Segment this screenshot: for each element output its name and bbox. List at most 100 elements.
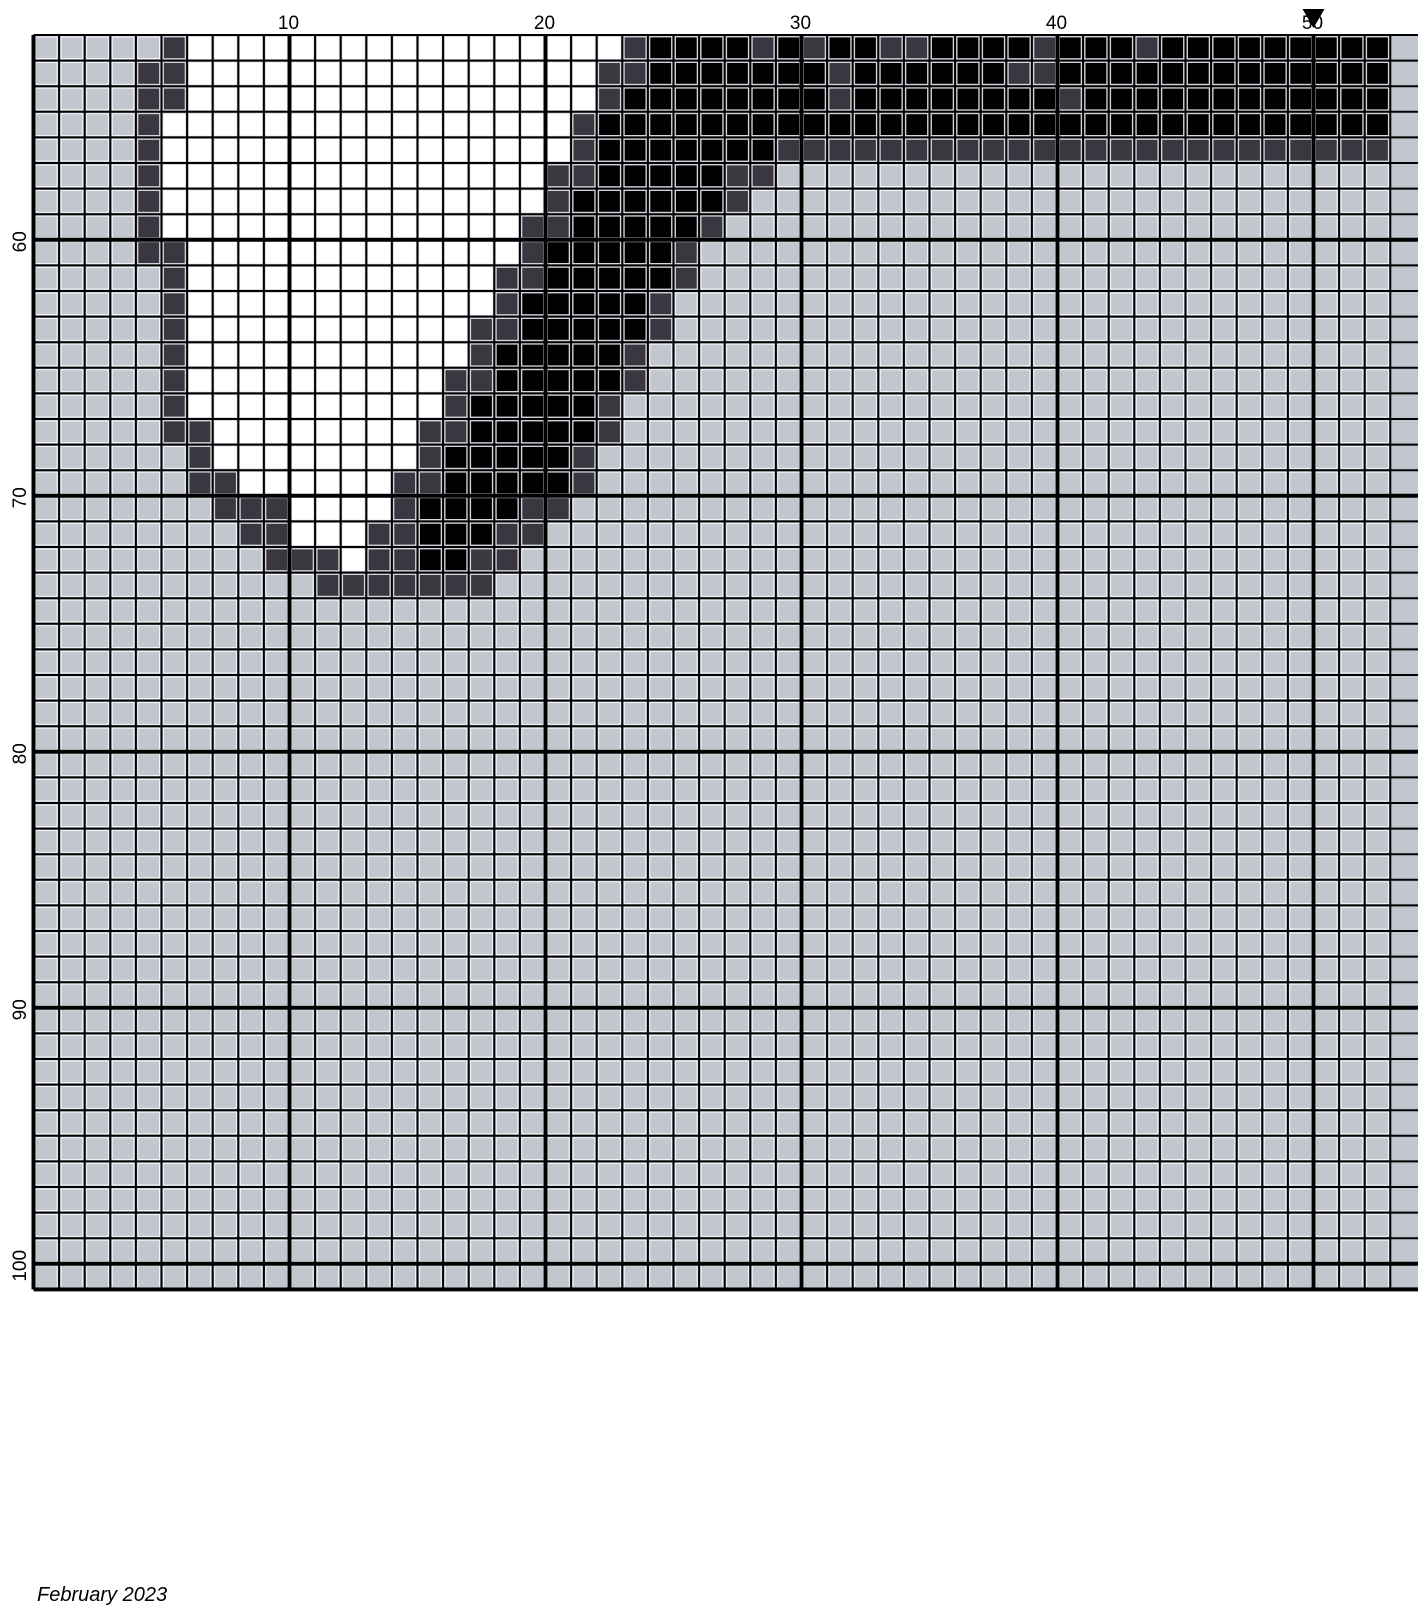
stitch-cell-empty bbox=[36, 856, 58, 878]
stitch-cell-empty bbox=[880, 1010, 902, 1032]
stitch-cell-empty bbox=[778, 1087, 800, 1109]
stitch-cell-empty bbox=[701, 575, 723, 597]
stitch-cell-empty bbox=[778, 216, 800, 238]
stitch-cell-empty bbox=[496, 626, 518, 648]
stitch-cell-empty bbox=[317, 1189, 339, 1211]
stitch-cell-outline bbox=[420, 421, 442, 443]
stitch-cell-empty bbox=[701, 1138, 723, 1160]
stitch-cell-fill bbox=[676, 114, 698, 136]
stitch-cell-empty bbox=[292, 728, 314, 750]
stitch-cell-white bbox=[394, 216, 416, 238]
stitch-cell-empty bbox=[829, 933, 851, 955]
stitch-cell-white bbox=[215, 88, 237, 110]
stitch-cell-empty bbox=[189, 831, 211, 853]
stitch-cell-empty bbox=[394, 1138, 416, 1160]
stitch-cell-empty bbox=[420, 1138, 442, 1160]
stitch-cell-empty bbox=[215, 984, 237, 1006]
stitch-cell-empty bbox=[983, 395, 1005, 417]
stitch-cell-fill bbox=[522, 319, 544, 341]
stitch-cell-empty bbox=[855, 651, 877, 673]
stitch-cell-empty bbox=[752, 447, 774, 469]
stitch-cell-empty bbox=[496, 882, 518, 904]
stitch-cell-empty bbox=[676, 1035, 698, 1057]
stitch-cell-empty bbox=[36, 703, 58, 725]
stitch-cell-white bbox=[496, 139, 518, 161]
stitch-cell-fill bbox=[548, 370, 570, 392]
stitch-cell-empty bbox=[829, 447, 851, 469]
stitch-cell-empty bbox=[906, 216, 928, 238]
stitch-cell-empty bbox=[189, 984, 211, 1006]
stitch-cell-empty bbox=[87, 882, 109, 904]
stitch-cell-empty bbox=[189, 703, 211, 725]
stitch-cell-empty bbox=[957, 165, 979, 187]
stitch-cell-empty bbox=[36, 139, 58, 161]
stitch-cell-fill bbox=[1060, 37, 1082, 59]
stitch-cell-empty bbox=[471, 626, 493, 648]
stitch-cell-empty bbox=[650, 779, 672, 801]
y-tick-label: 60 bbox=[10, 231, 31, 252]
stitch-cell-fill bbox=[727, 114, 749, 136]
stitch-cell-empty bbox=[1111, 319, 1133, 341]
stitch-cell-empty bbox=[1136, 1215, 1158, 1237]
stitch-cell-empty bbox=[215, 1112, 237, 1134]
stitch-cell-empty bbox=[164, 805, 186, 827]
stitch-cell-empty bbox=[1162, 447, 1184, 469]
stitch-cell-empty bbox=[804, 1266, 826, 1288]
stitch-cell-empty bbox=[189, 1087, 211, 1109]
stitch-cell-empty bbox=[394, 677, 416, 699]
stitch-cell-empty bbox=[829, 728, 851, 750]
stitch-cell-empty bbox=[522, 882, 544, 904]
stitch-cell-empty bbox=[496, 959, 518, 981]
stitch-cell-empty bbox=[266, 1112, 288, 1134]
stitch-cell-empty bbox=[573, 575, 595, 597]
stitch-cell-empty bbox=[1060, 395, 1082, 417]
stitch-cell-empty bbox=[906, 242, 928, 264]
stitch-cell-outline bbox=[394, 575, 416, 597]
stitch-cell-empty bbox=[906, 191, 928, 213]
stitch-cell-empty bbox=[1264, 267, 1286, 289]
stitch-cell-empty bbox=[1290, 293, 1312, 315]
stitch-cell-empty bbox=[932, 831, 954, 853]
stitch-cell-fill bbox=[880, 114, 902, 136]
stitch-cell-empty bbox=[112, 549, 134, 571]
stitch-cell-empty bbox=[1136, 165, 1158, 187]
stitch-cell-white bbox=[292, 139, 314, 161]
stitch-cell-empty bbox=[343, 856, 365, 878]
stitch-cell-fill bbox=[778, 114, 800, 136]
stitch-cell-empty bbox=[599, 1189, 621, 1211]
stitch-cell-fill bbox=[471, 447, 493, 469]
stitch-cell-empty bbox=[1008, 1035, 1030, 1057]
stitch-cell-empty bbox=[1290, 549, 1312, 571]
stitch-cell-empty bbox=[61, 651, 83, 673]
stitch-cell-empty bbox=[676, 523, 698, 545]
stitch-cell-empty bbox=[1213, 626, 1235, 648]
stitch-cell-empty bbox=[1188, 575, 1210, 597]
stitch-cell-empty bbox=[1290, 1266, 1312, 1288]
stitch-cell-fill bbox=[983, 63, 1005, 85]
stitch-cell-empty bbox=[1290, 651, 1312, 673]
stitch-cell-fill bbox=[1213, 88, 1235, 110]
stitch-cell-white bbox=[266, 242, 288, 264]
stitch-cell-empty bbox=[624, 805, 646, 827]
stitch-cell-empty bbox=[496, 728, 518, 750]
stitch-cell-empty bbox=[932, 754, 954, 776]
stitch-cell-white bbox=[368, 139, 390, 161]
stitch-cell-empty bbox=[522, 1240, 544, 1262]
stitch-cell-empty bbox=[1341, 1163, 1363, 1185]
stitch-cell-empty bbox=[138, 344, 160, 366]
stitch-cell-empty bbox=[727, 677, 749, 699]
stitch-cell-empty bbox=[983, 984, 1005, 1006]
stitch-cell-white bbox=[317, 139, 339, 161]
stitch-cell-empty bbox=[292, 1215, 314, 1237]
stitch-cell-empty bbox=[1162, 370, 1184, 392]
stitch-cell-fill bbox=[548, 267, 570, 289]
stitch-cell-white bbox=[240, 447, 262, 469]
stitch-cell-empty bbox=[1111, 267, 1133, 289]
stitch-cell-empty bbox=[778, 1035, 800, 1057]
stitch-cell-fill bbox=[624, 267, 646, 289]
stitch-cell-empty bbox=[292, 933, 314, 955]
stitch-cell-empty bbox=[624, 779, 646, 801]
stitch-cell-empty bbox=[701, 831, 723, 853]
stitch-cell-empty bbox=[87, 549, 109, 571]
stitch-cell-white bbox=[471, 63, 493, 85]
